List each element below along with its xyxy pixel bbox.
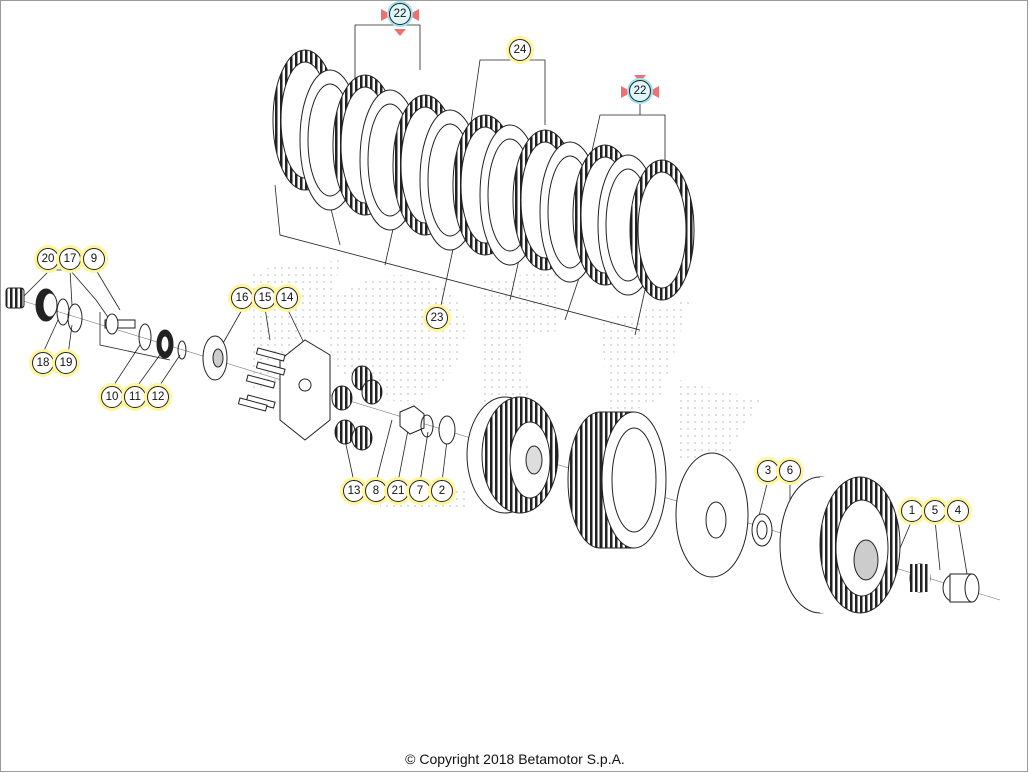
callout-16[interactable]: 16 — [231, 287, 253, 309]
friction-plate — [629, 159, 695, 301]
plate-pack — [567, 411, 667, 549]
backing-plate — [675, 452, 749, 578]
callout-15[interactable]: 15 — [254, 287, 276, 309]
callout-11[interactable]: 11 — [124, 386, 146, 408]
selection-markers — [381, 9, 659, 98]
pressure-plate-group — [202, 335, 456, 451]
nut — [399, 405, 425, 435]
callout-19[interactable]: 19 — [55, 352, 77, 374]
callout-3[interactable]: 3 — [757, 460, 779, 482]
pushrod — [104, 313, 136, 335]
left-components — [5, 287, 187, 360]
callout-2[interactable]: 2 — [431, 480, 453, 502]
bushing — [942, 573, 980, 603]
callout-24[interactable]: 24 — [509, 39, 531, 61]
lock-washer — [420, 414, 434, 438]
callout-13[interactable]: 13 — [343, 480, 365, 502]
clutch-springs — [331, 365, 383, 451]
bearing — [35, 288, 58, 322]
pressure-plate — [279, 339, 331, 441]
callout-6[interactable]: 6 — [779, 460, 801, 482]
callout-1[interactable]: 1 — [901, 500, 923, 522]
callout-5[interactable]: 5 — [924, 500, 946, 522]
right-components — [675, 452, 980, 614]
callout-21[interactable]: 21 — [387, 480, 409, 502]
clutch-hub — [466, 396, 559, 514]
spring-coil — [5, 287, 25, 309]
clutch-basket — [779, 476, 901, 614]
callout-22-top[interactable]: 22 — [389, 3, 411, 25]
needle-bearing — [909, 563, 931, 593]
callout-17[interactable]: 17 — [59, 248, 81, 270]
callout-23[interactable]: 23 — [426, 307, 448, 329]
bolts — [237, 347, 286, 412]
callout-7[interactable]: 7 — [409, 480, 431, 502]
callout-4[interactable]: 4 — [947, 500, 969, 522]
callout-9[interactable]: 9 — [83, 248, 105, 270]
callout-8[interactable]: 8 — [365, 480, 387, 502]
callout-18[interactable]: 18 — [32, 352, 54, 374]
circlip — [177, 340, 187, 360]
ring — [67, 303, 83, 333]
clutch-plate-stack — [272, 49, 695, 301]
callout-10[interactable]: 10 — [101, 386, 123, 408]
callout-12[interactable]: 12 — [147, 386, 169, 408]
copyright-notice: © Copyright 2018 Betamotor S.p.A. — [405, 751, 625, 767]
washer — [138, 323, 152, 351]
thrust-washer — [751, 513, 773, 547]
callout-22-right[interactable]: 22 — [629, 80, 651, 102]
callout-14[interactable]: 14 — [276, 287, 298, 309]
washer — [438, 415, 456, 445]
callout-20[interactable]: 20 — [37, 248, 59, 270]
